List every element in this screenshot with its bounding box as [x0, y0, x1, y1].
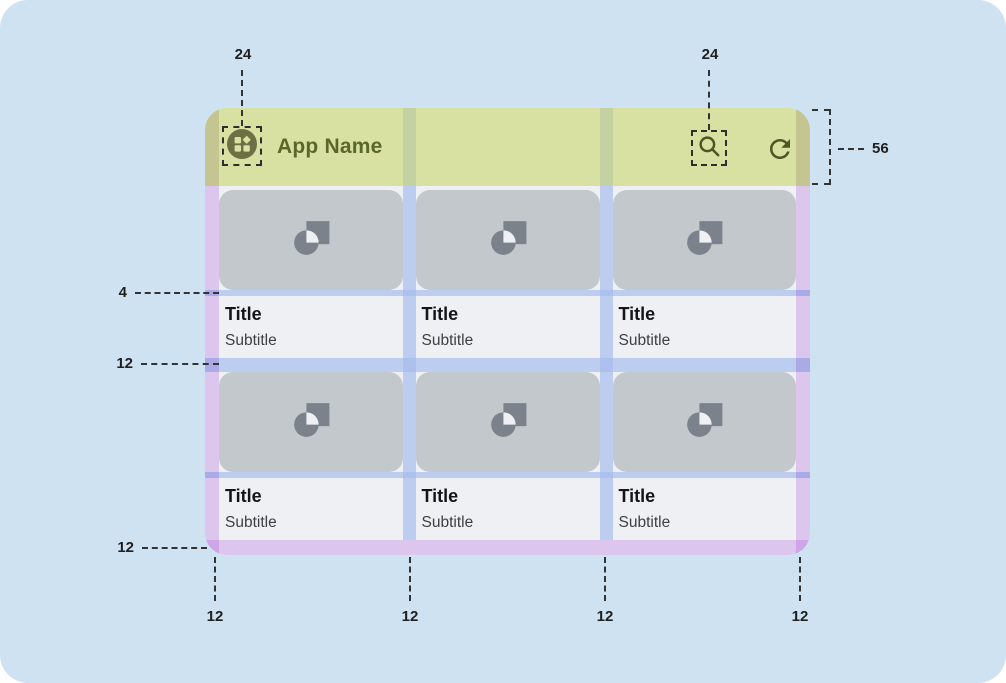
- card-subtitle: Subtitle: [618, 332, 671, 349]
- app-title: App Name: [277, 135, 383, 158]
- card-image[interactable]: [219, 190, 403, 290]
- dim-line: [135, 292, 219, 294]
- card-title: Title: [421, 304, 459, 324]
- dim-label-app-icon: 24: [234, 46, 252, 63]
- dim-bracket: [829, 109, 831, 185]
- card-subtitle: Subtitle: [618, 514, 671, 531]
- card-text[interactable]: Title Subtitle: [613, 296, 797, 358]
- dim-label-margin: 12: [206, 608, 224, 625]
- search-icon-measure-box: [691, 130, 727, 166]
- refresh-icon[interactable]: [765, 134, 795, 164]
- dim-label-gutter: 12: [401, 608, 419, 625]
- dim-label-search-icon: 24: [701, 46, 719, 63]
- dim-label-image-text-gap: 4: [118, 284, 127, 301]
- card-image[interactable]: [415, 190, 600, 290]
- dim-bracket: [812, 183, 830, 185]
- image-placeholder-icon: [288, 215, 334, 266]
- dim-bracket: [812, 109, 830, 111]
- card-text[interactable]: Title Subtitle: [416, 478, 600, 540]
- card-title: Title: [225, 486, 262, 506]
- dim-line: [604, 557, 606, 601]
- card-image[interactable]: [612, 372, 796, 472]
- card-image[interactable]: [415, 372, 600, 472]
- dim-line: [141, 363, 219, 365]
- dim-label-row-gap: 12: [116, 355, 133, 372]
- dim-line: [214, 557, 216, 601]
- app-mock-screen: App Name Title Subtitle: [205, 108, 810, 555]
- card-subtitle: Subtitle: [225, 514, 277, 531]
- dashboard-icon[interactable]: [227, 128, 257, 164]
- app-icon-measure-box: [222, 126, 262, 166]
- search-icon[interactable]: [696, 133, 722, 164]
- dim-line: [799, 557, 801, 601]
- card-text[interactable]: Title Subtitle: [416, 296, 600, 358]
- dim-label-margin: 12: [791, 608, 809, 625]
- card-subtitle: Subtitle: [225, 332, 277, 349]
- card-text[interactable]: Title Subtitle: [219, 478, 403, 540]
- card-image[interactable]: [219, 372, 403, 472]
- card-text[interactable]: Title Subtitle: [219, 296, 403, 358]
- dim-label-gutter: 12: [596, 608, 614, 625]
- image-placeholder-icon: [288, 397, 334, 448]
- dim-line: [142, 547, 207, 549]
- image-placeholder-icon: [681, 397, 727, 448]
- dim-line: [838, 148, 864, 150]
- card-title: Title: [421, 486, 459, 506]
- dim-line: [409, 557, 411, 601]
- card-text[interactable]: Title Subtitle: [613, 478, 797, 540]
- card-subtitle: Subtitle: [421, 332, 474, 349]
- card-subtitle: Subtitle: [421, 514, 474, 531]
- card-grid: Title Subtitle Title Subtitle Title Subt…: [205, 186, 810, 555]
- card-image[interactable]: [612, 190, 796, 290]
- dim-line: [241, 70, 243, 126]
- dim-label-appbar-height: 56: [872, 140, 889, 157]
- image-placeholder-icon: [485, 215, 531, 266]
- card-title: Title: [618, 304, 656, 324]
- image-placeholder-icon: [681, 215, 727, 266]
- card-title: Title: [618, 486, 656, 506]
- image-placeholder-icon: [485, 397, 531, 448]
- card-title: Title: [225, 304, 262, 324]
- dim-line: [708, 70, 710, 130]
- dim-label-bottom-margin: 12: [117, 539, 134, 556]
